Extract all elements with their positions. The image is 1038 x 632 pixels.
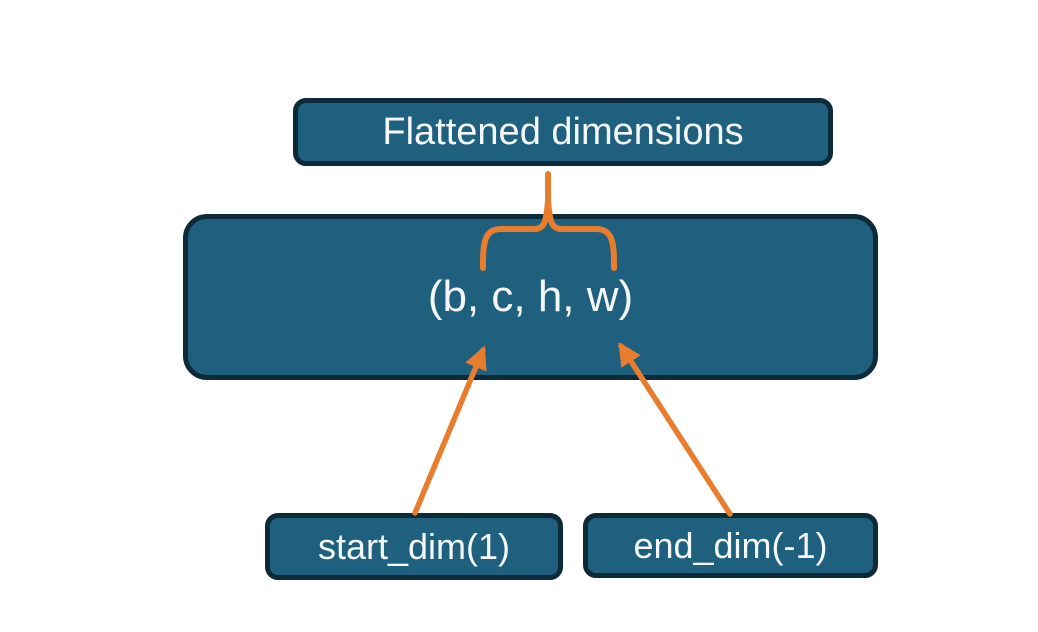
end-dim-box: end_dim(-1) [583,513,878,578]
start-dim-box: start_dim(1) [265,513,563,580]
end-dim-label: end_dim(-1) [633,524,828,566]
flattened-dimensions-box: Flattened dimensions [293,98,833,166]
flattened-dimensions-label: Flattened dimensions [382,111,744,153]
start-dim-label: start_dim(1) [317,525,511,567]
tensor-shape-box: (b, c, h, w) [183,214,878,380]
tensor-shape-label: (b, c, h, w) [427,272,634,321]
